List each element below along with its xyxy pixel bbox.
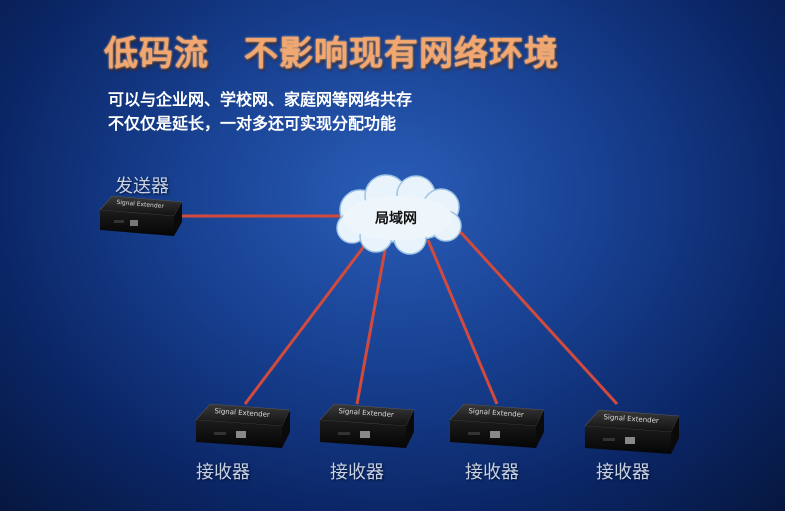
rj45-port-icon — [490, 431, 500, 438]
sender-device: Signal Extender — [99, 195, 183, 236]
receiver-device-3: Signal Extender — [449, 403, 545, 448]
receiver-3-device-text: Signal Extender — [468, 407, 524, 419]
lan-cloud: 局域网 — [336, 174, 462, 255]
rj45-port-icon — [360, 431, 370, 438]
sender-device-text: Signal Extender — [116, 199, 164, 210]
connection-lines — [180, 214, 619, 406]
receiver-label-4: 接收器 — [596, 462, 650, 483]
subtitle-line-1: 可以与企业网、学校网、家庭网等网络共存 — [108, 90, 413, 109]
link-receiver-3 — [426, 239, 499, 405]
receiver-label-1: 接收器 — [196, 462, 250, 483]
link-receiver-1 — [243, 244, 367, 405]
subtitle-line-2: 不仅仅是延长，一对多还可实现分配功能 — [108, 114, 397, 133]
receiver-2-device-text: Signal Extender — [338, 407, 394, 419]
link-receiver-4 — [453, 224, 619, 406]
lan-label: 局域网 — [375, 210, 417, 227]
receiver-device-4: Signal Extender — [584, 409, 680, 454]
receiver-1-device-text: Signal Extender — [214, 407, 270, 419]
receiver-device-2: Signal Extender — [319, 403, 415, 448]
rj45-port-icon — [130, 220, 138, 226]
rj45-port-icon — [625, 437, 635, 444]
receiver-device-1: Signal Extender — [195, 403, 291, 448]
receiver-label-2: 接收器 — [330, 462, 384, 483]
page-title: 低码流 不影响现有网络环境 — [104, 34, 559, 74]
receiver-label-3: 接收器 — [465, 462, 519, 483]
receiver-4-device-text: Signal Extender — [603, 413, 659, 425]
sender-label: 发送器 — [115, 176, 169, 197]
link-receiver-2 — [355, 249, 387, 405]
rj45-port-icon — [236, 431, 246, 438]
